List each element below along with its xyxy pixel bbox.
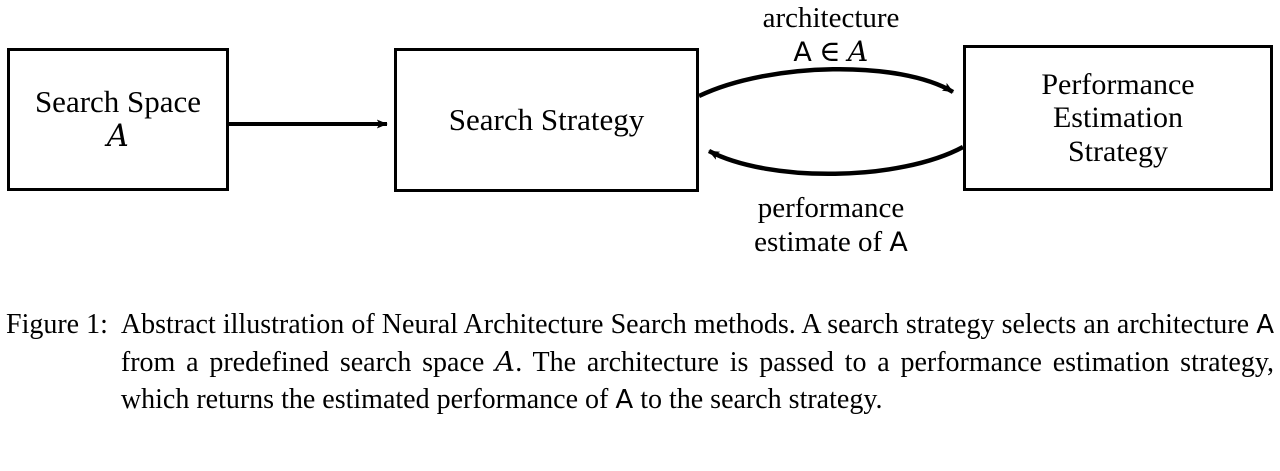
node-search-strategy-line1: Search Strategy bbox=[448, 101, 645, 137]
node-search-space-symbol: A bbox=[106, 118, 130, 154]
edge-label-architecture-line2: A ∈ A bbox=[700, 34, 962, 70]
node-performance-estimation-strategy[interactable]: Performance Estimation Strategy bbox=[963, 45, 1273, 191]
nas-diagram: Search Space A Search Strategy Performan… bbox=[7, 2, 1273, 259]
edge-label-performance: performance estimate of A bbox=[700, 192, 962, 259]
edge-performance-to-strategy bbox=[707, 145, 965, 177]
caption-symbol-a-2: A bbox=[615, 385, 634, 415]
caption-space-3 bbox=[484, 347, 495, 378]
spacer-upper bbox=[841, 36, 848, 68]
edge-label-performance-line1: performance bbox=[757, 192, 905, 224]
caption-part4: to the search strategy. bbox=[640, 384, 883, 415]
edge-label-performance-line2: estimate of A bbox=[700, 226, 962, 260]
node-performance-line2: Estimation bbox=[1052, 101, 1183, 135]
caption-row: Figure 1: Abstract illustration of Neura… bbox=[6, 306, 1274, 419]
node-performance-line3: Strategy bbox=[1068, 134, 1168, 168]
node-performance-estimation-text: Performance Estimation Strategy bbox=[1035, 68, 1200, 169]
symbol-element-of bbox=[812, 36, 819, 68]
edge-label-architecture: architecture A ∈ A bbox=[700, 2, 962, 69]
diagram-edges-svg bbox=[229, 66, 965, 177]
node-search-strategy[interactable]: Search Strategy bbox=[394, 48, 699, 192]
node-search-space-text: Search Space A bbox=[29, 84, 207, 154]
node-search-space-line1: Search Space bbox=[34, 84, 202, 120]
caption-part1: Abstract illustration of Neural Architec… bbox=[120, 309, 1250, 340]
caption-text: Abstract illustration of Neural Architec… bbox=[121, 306, 1274, 419]
symbol-sans-a-upper: A bbox=[793, 36, 812, 68]
edge-label-performance-prefix: estimate of bbox=[754, 225, 883, 258]
symbol-element-of-glyph: ∈ bbox=[819, 35, 841, 68]
caption-label: Figure 1: bbox=[6, 309, 108, 340]
symbol-sans-a-lower: A bbox=[889, 226, 908, 258]
caption-part2: from a predefined search space bbox=[120, 347, 485, 378]
edge-strategy-to-performance bbox=[698, 66, 955, 99]
node-search-strategy-text: Search Strategy bbox=[443, 101, 650, 138]
edge-label-architecture-line1: architecture bbox=[762, 2, 900, 34]
caption-symbol-cal-a: A bbox=[495, 347, 516, 378]
node-performance-line1: Performance bbox=[1041, 67, 1195, 101]
figure-caption: Figure 1: Abstract illustration of Neura… bbox=[6, 306, 1274, 419]
caption-part3: . The architecture is passed to a perfor… bbox=[120, 347, 1274, 415]
symbol-cal-a-upper: A bbox=[847, 34, 869, 68]
caption-symbol-a-1: A bbox=[1256, 310, 1275, 340]
node-search-space[interactable]: Search Space A bbox=[7, 48, 229, 191]
